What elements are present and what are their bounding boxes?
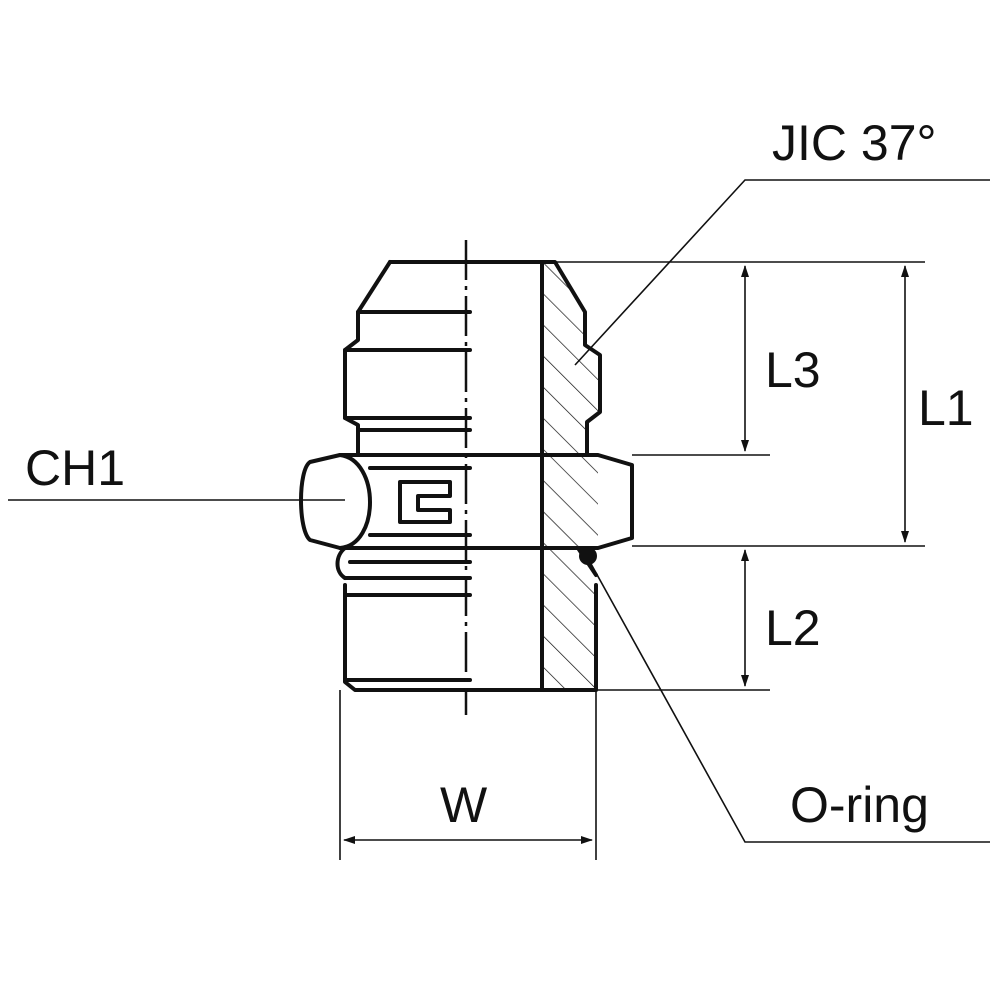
labels: JIC 37° CH1 L3 L1 L2 W O-ring xyxy=(25,115,974,833)
label-l1: L1 xyxy=(918,380,974,436)
jic-flare-outline xyxy=(388,260,602,457)
label-l2: L2 xyxy=(765,600,821,656)
jic-leader xyxy=(574,179,990,366)
extension-lines xyxy=(339,261,925,860)
fitting-body xyxy=(299,260,634,692)
manufacturer-logo xyxy=(398,480,452,524)
label-l3: L3 xyxy=(765,342,821,398)
oring-leader xyxy=(589,561,990,843)
label-ch1: CH1 xyxy=(25,440,125,496)
dimension-lines xyxy=(343,265,909,844)
stud-thread-outline xyxy=(343,583,598,692)
hex-ch1-outline xyxy=(299,453,634,550)
label-jic: JIC 37° xyxy=(772,115,937,171)
leader-lines xyxy=(8,179,990,843)
o-ring xyxy=(579,547,597,565)
hatched-section xyxy=(542,262,600,690)
label-w: W xyxy=(440,777,488,833)
label-oring: O-ring xyxy=(790,777,929,833)
